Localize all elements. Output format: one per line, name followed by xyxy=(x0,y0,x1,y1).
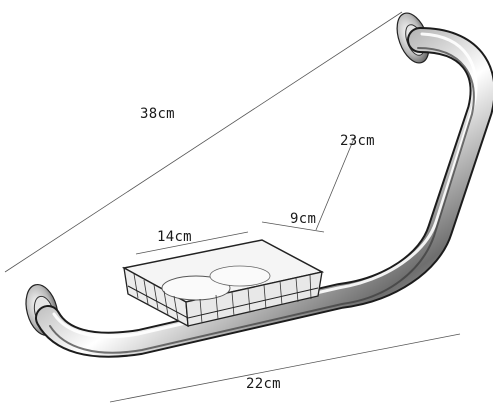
diagonal-length-label: 38cm xyxy=(140,106,175,122)
width-label: 22cm xyxy=(246,376,281,392)
vertical-length-label: 23cm xyxy=(340,133,375,149)
grab-bar-tube xyxy=(35,27,493,358)
width-dimension-line xyxy=(109,333,461,403)
tray-depth-dimension-line xyxy=(261,221,325,233)
soap-basket xyxy=(121,239,325,328)
tray-depth-label: 9cm xyxy=(290,211,317,227)
vertical-dimension-line xyxy=(315,135,356,231)
diagonal-dimension-line xyxy=(4,11,403,273)
tray-length-label: 14cm xyxy=(157,229,192,245)
tray-length-dimension-line xyxy=(135,231,249,255)
